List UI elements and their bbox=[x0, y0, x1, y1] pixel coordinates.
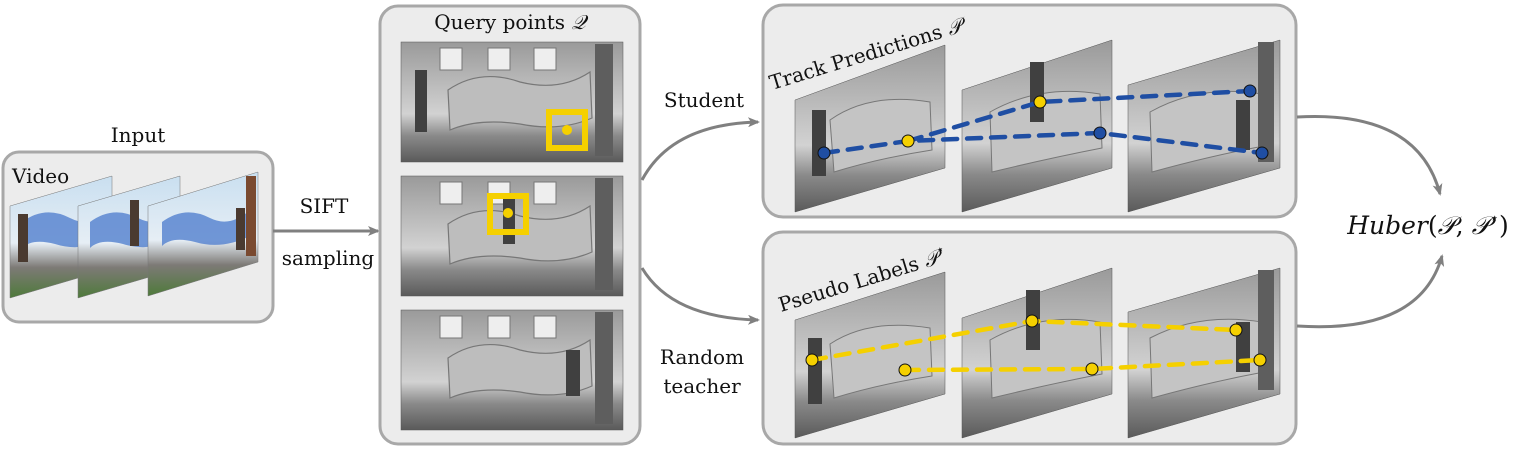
sift-label: SIFT bbox=[300, 194, 349, 218]
track-frame-2 bbox=[961, 39, 1113, 213]
student-arrow bbox=[640, 117, 760, 181]
loss-section: Huber(𝒫, 𝒫⋆) bbox=[1296, 114, 1509, 329]
query-section: Query points 𝒬 bbox=[378, 4, 642, 446]
track-point bbox=[1255, 146, 1269, 160]
query-box-2 bbox=[487, 193, 529, 235]
student-track-1 bbox=[821, 130, 1265, 156]
track-frame-1 bbox=[794, 44, 946, 213]
track-query-point bbox=[1033, 95, 1047, 109]
pseudo-point bbox=[805, 353, 819, 367]
track-point bbox=[1243, 84, 1257, 98]
video-label: Video bbox=[11, 164, 69, 188]
teacher-arrow bbox=[640, 267, 760, 325]
query-point-2 bbox=[503, 208, 513, 218]
pseudo-frame-3 bbox=[1127, 267, 1281, 439]
pseudo-point bbox=[1253, 353, 1267, 367]
pseudo-point bbox=[898, 363, 912, 377]
pseudo-point bbox=[1085, 362, 1099, 376]
track-frame-3 bbox=[1127, 39, 1281, 213]
query-point-1 bbox=[562, 125, 572, 135]
query-frame-1 bbox=[400, 41, 624, 163]
pseudo-section: Pseudo Labels 𝒫⋆ bbox=[761, 230, 1298, 446]
track-to-loss-arrow bbox=[1296, 114, 1443, 196]
student-track-2 bbox=[905, 88, 1253, 144]
student-label: Student bbox=[664, 88, 744, 112]
pseudo-frame-2 bbox=[961, 267, 1113, 439]
track-point bbox=[817, 146, 831, 160]
loss-formula: Huber(𝒫, 𝒫⋆) bbox=[1346, 209, 1509, 240]
pseudo-to-loss-arrow bbox=[1296, 254, 1445, 329]
branch-section: Student Random teacher bbox=[640, 88, 760, 398]
teacher-label-line2: teacher bbox=[663, 374, 741, 398]
teacher-label-line1: Random bbox=[660, 345, 744, 369]
video-frame-3 bbox=[147, 171, 259, 297]
sampling-label: sampling bbox=[282, 246, 375, 270]
query-box-1 bbox=[546, 109, 588, 151]
track-query-point bbox=[901, 134, 915, 148]
sampling-section: SIFT sampling bbox=[273, 194, 380, 270]
input-title: Input bbox=[111, 123, 166, 147]
track-point bbox=[1093, 126, 1107, 140]
query-title: Query points 𝒬 bbox=[434, 10, 589, 34]
pseudo-point bbox=[1229, 323, 1243, 337]
teacher-track-2 bbox=[902, 357, 1263, 373]
pseudo-point bbox=[1025, 314, 1039, 328]
track-section: Track Predictions 𝒫 bbox=[761, 3, 1298, 219]
input-section: Input Video bbox=[1, 123, 275, 324]
query-frame-3 bbox=[400, 309, 624, 431]
